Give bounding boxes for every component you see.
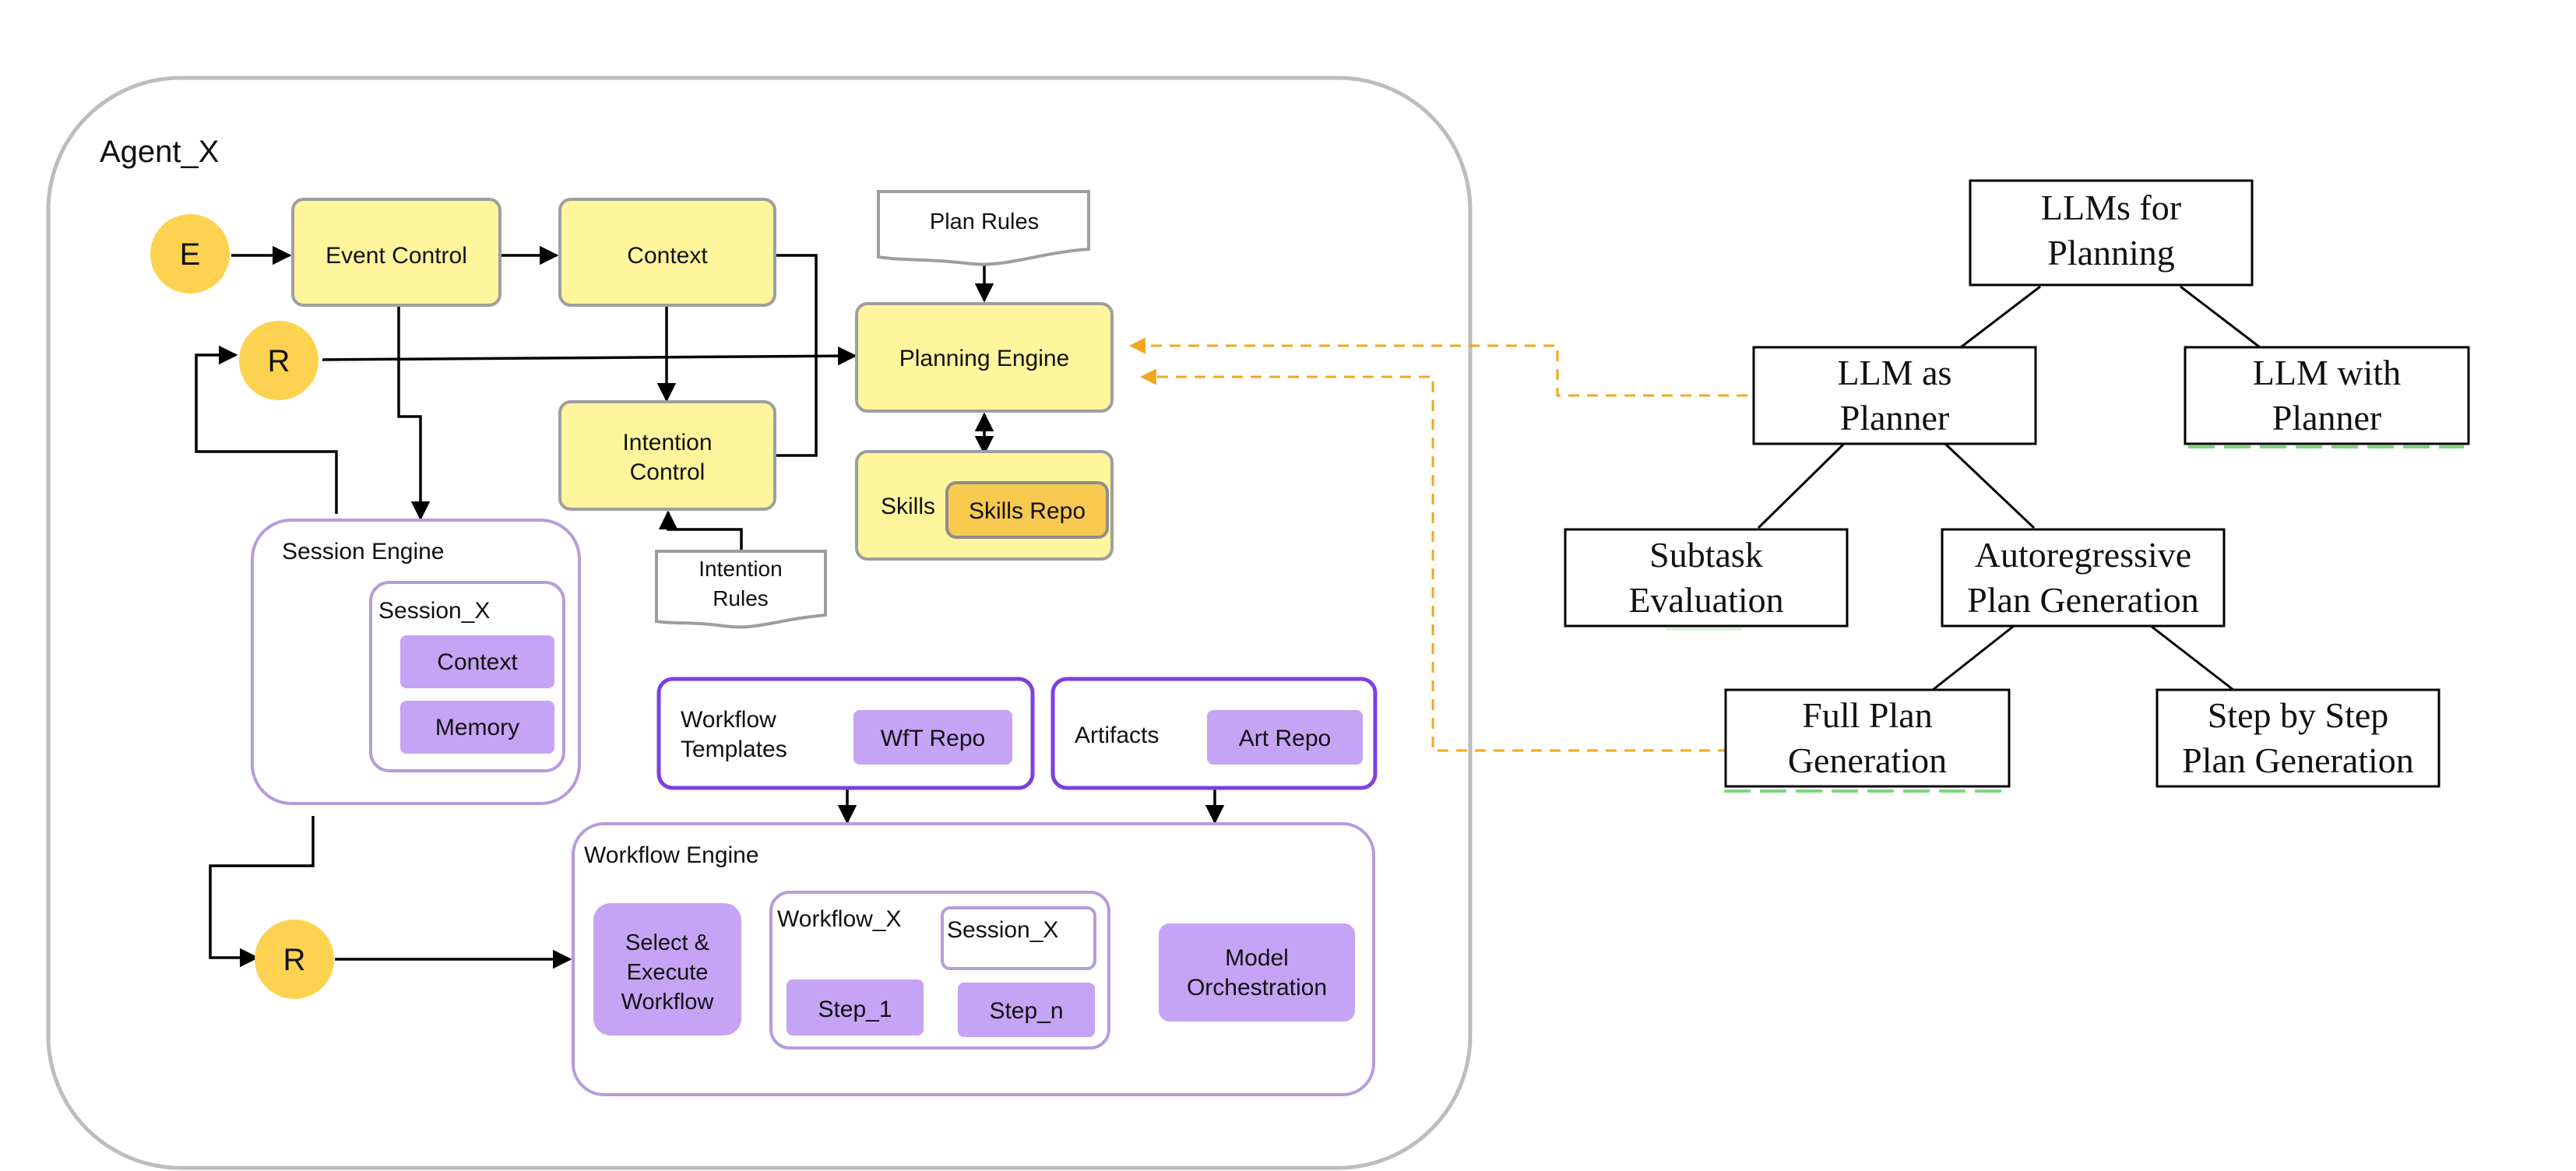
workflow-templates-label-1: Workflow: [681, 707, 776, 733]
tree-llm-as-planner-box: [1752, 346, 2037, 445]
tree-autoregressive-label-1: Autoregressive: [1975, 535, 2191, 575]
dashed-links: [1128, 337, 1747, 752]
tree-root-label-1: LLMs for: [2041, 188, 2181, 227]
tree-subtask-box: [1564, 528, 1849, 628]
skills-repo-box: [945, 481, 1109, 539]
planning-engine-label: Planning Engine: [899, 346, 1070, 371]
select-execute-label-3: Workflow: [621, 990, 715, 1015]
tree-full-plan-box: [1724, 688, 2011, 788]
event-node-e: [150, 214, 230, 294]
workflow-x-label: Workflow_X: [777, 906, 902, 932]
tree-full-plan-label-1: Full Plan: [1802, 695, 1932, 735]
art-repo-box: [1207, 710, 1363, 765]
context-label: Context: [627, 243, 708, 269]
agent-title: Agent_X: [100, 135, 219, 169]
select-execute-box: [593, 903, 741, 1036]
session-memory-label: Memory: [435, 715, 519, 740]
tree-llm-with-planner-label-2: Planner: [2272, 398, 2382, 438]
step-n-box: [958, 983, 1095, 1037]
model-orch-label-1: Model: [1225, 945, 1289, 971]
wft-repo-label: WfT Repo: [881, 726, 986, 751]
tree-autoregressive-label-2: Plan Generation: [1967, 580, 2199, 620]
session-engine-label: Session Engine: [282, 539, 444, 564]
plan-rules-label: Plan Rules: [930, 209, 1039, 234]
request-node-r-bottom-label: R: [283, 943, 306, 977]
planning-engine-box: [855, 302, 1114, 413]
skills-repo-label: Skills Repo: [969, 498, 1086, 524]
wft-repo-box: [853, 710, 1012, 765]
session-memory-box: [400, 701, 554, 754]
tree-step-by-step-label-1: Step by Step: [2208, 695, 2389, 735]
select-execute-label-2: Execute: [627, 960, 709, 985]
tree-llm-as-planner-label-1: LLM as: [1838, 353, 1952, 392]
tree-autoregressive-box: [1941, 528, 2226, 628]
step-n-label: Step_n: [989, 998, 1063, 1024]
tree-llm-as-planner-label-2: Planner: [1840, 398, 1950, 438]
wf-session-x-box: [941, 906, 1096, 970]
wf-session-x-label: Session_X: [947, 917, 1058, 943]
session-context-label: Context: [437, 649, 518, 675]
tree-llm-with-planner-label-1: LLM with: [2253, 353, 2401, 392]
event-node-e-label: E: [180, 237, 201, 272]
intention-control-label-1: Intention: [622, 430, 712, 455]
art-repo-label: Art Repo: [1239, 726, 1331, 751]
tree-root-label-2: Planning: [2047, 233, 2175, 273]
skills-label: Skills: [881, 494, 935, 519]
workflow-engine-label: Workflow Engine: [584, 842, 759, 868]
event-control-label: Event Control: [326, 243, 467, 269]
request-node-r-top-label: R: [268, 344, 290, 378]
model-orchestration-box: [1159, 923, 1355, 1022]
event-control-box: [291, 198, 501, 307]
agent-container: [46, 76, 1473, 1170]
context-box: [558, 198, 776, 307]
plan-rules-doc: [877, 190, 1090, 266]
model-orch-label-2: Orchestration: [1187, 975, 1327, 1000]
tree-root-box: [1969, 179, 2254, 287]
tree-subtask-label-2: Evaluation: [1628, 580, 1783, 620]
intention-control-box: [558, 400, 776, 511]
select-execute-label-1: Select &: [625, 930, 709, 955]
intention-rules-label-2: Rules: [713, 586, 769, 610]
intention-rules-label-1: Intention: [699, 557, 782, 581]
step-1-box: [787, 979, 924, 1036]
intention-control-label-2: Control: [630, 459, 706, 485]
tree-edges: [1757, 285, 2261, 691]
intention-rules-doc: [655, 550, 827, 629]
request-node-r-bottom: [255, 920, 334, 999]
request-node-r-top: [239, 321, 318, 400]
tree-llm-with-planner-box: [2184, 346, 2470, 445]
session-x-label: Session_X: [378, 598, 490, 624]
tree-step-by-step-box: [2155, 688, 2441, 788]
artifacts-label: Artifacts: [1075, 723, 1159, 748]
tree-subtask-label-1: Subtask: [1649, 535, 1763, 575]
tree-step-by-step-label-2: Plan Generation: [2182, 740, 2414, 780]
tree-full-plan-label-2: Generation: [1788, 740, 1947, 780]
step-1-label: Step_1: [818, 997, 892, 1022]
session-context-box: [400, 635, 554, 688]
workflow-templates-label-2: Templates: [681, 737, 787, 762]
